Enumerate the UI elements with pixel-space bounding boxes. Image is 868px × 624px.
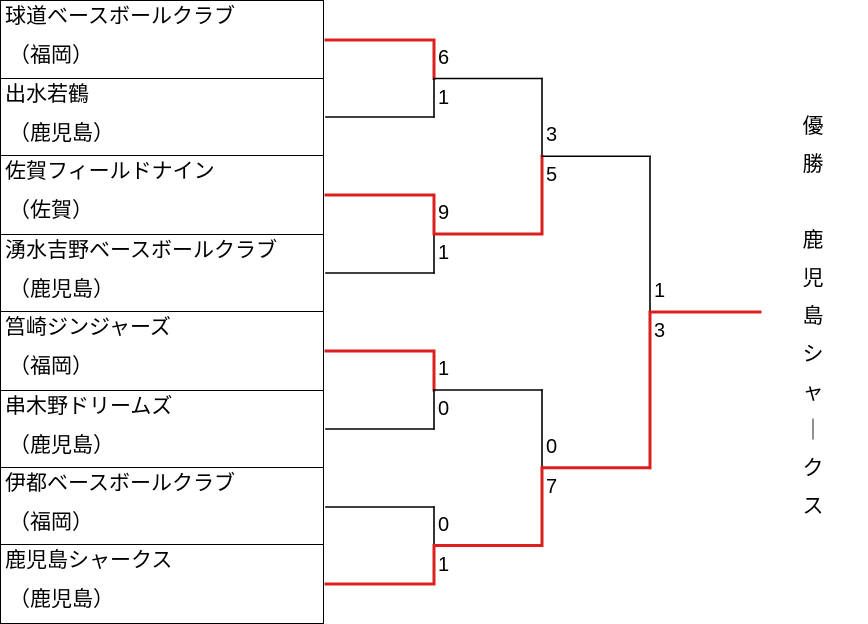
team-name: 佐賀フィールドナイン — [5, 160, 215, 183]
team-name: 伊都ベースボールクラブ — [5, 472, 235, 495]
score-label: 7 — [546, 475, 558, 498]
score-label: 6 — [438, 46, 450, 69]
team-entry: 鹿児島シャークス （鹿児島） — [0, 544, 324, 624]
champion-label: 優勝 — [802, 115, 824, 176]
score-label: 5 — [546, 164, 558, 187]
team-name: 球道ベースボールクラブ — [5, 5, 235, 28]
team-name: 湧水吉野ベースボールクラブ — [5, 239, 277, 262]
score-label: 1 — [438, 358, 450, 380]
team-region: （鹿児島） — [9, 278, 114, 301]
team-entry: 串木野ドリームズ （鹿児島） — [0, 390, 324, 468]
team-region: （鹿児島） — [9, 588, 114, 611]
team-entry: 湧水吉野ベースボールクラブ （鹿児島） — [0, 234, 324, 312]
team-name: 出水若鶴 — [5, 83, 89, 106]
score-label: 3 — [546, 124, 558, 147]
team-name: 鹿児島シャークス — [5, 549, 173, 572]
team-region: （福岡） — [9, 355, 93, 378]
team-entry: 出水若鶴 （鹿児島） — [0, 78, 324, 156]
team-name: 筥崎ジンジャーズ — [5, 316, 171, 339]
team-entry: 佐賀フィールドナイン （佐賀） — [0, 155, 324, 235]
team-entry: 筥崎ジンジャーズ （福岡） — [0, 311, 324, 391]
team-name: 串木野ドリームズ — [5, 395, 173, 418]
score-label: 0 — [546, 435, 558, 458]
champion-panel: 優勝 鹿児島シャ｜クス — [798, 108, 828, 526]
team-region: （福岡） — [9, 44, 93, 67]
team-region: （福岡） — [9, 511, 93, 534]
score-label: 1 — [438, 553, 450, 576]
team-region: （佐賀） — [9, 199, 93, 222]
team-entry: 球道ベースボールクラブ （福岡） — [0, 0, 324, 79]
team-region: （鹿児島） — [9, 434, 114, 457]
team-region: （鹿児島） — [9, 122, 114, 145]
score-label: 1 — [438, 86, 450, 109]
score-label: 1 — [654, 280, 666, 302]
team-entry: 伊都ベースボールクラブ （福岡） — [0, 467, 324, 545]
score-label: 0 — [438, 398, 450, 420]
champion-team-name: 鹿児島シャ｜クス — [802, 229, 824, 518]
score-label: 9 — [438, 202, 450, 224]
score-label: 3 — [654, 320, 666, 342]
score-label: 1 — [438, 242, 450, 264]
score-label: 0 — [438, 513, 450, 536]
